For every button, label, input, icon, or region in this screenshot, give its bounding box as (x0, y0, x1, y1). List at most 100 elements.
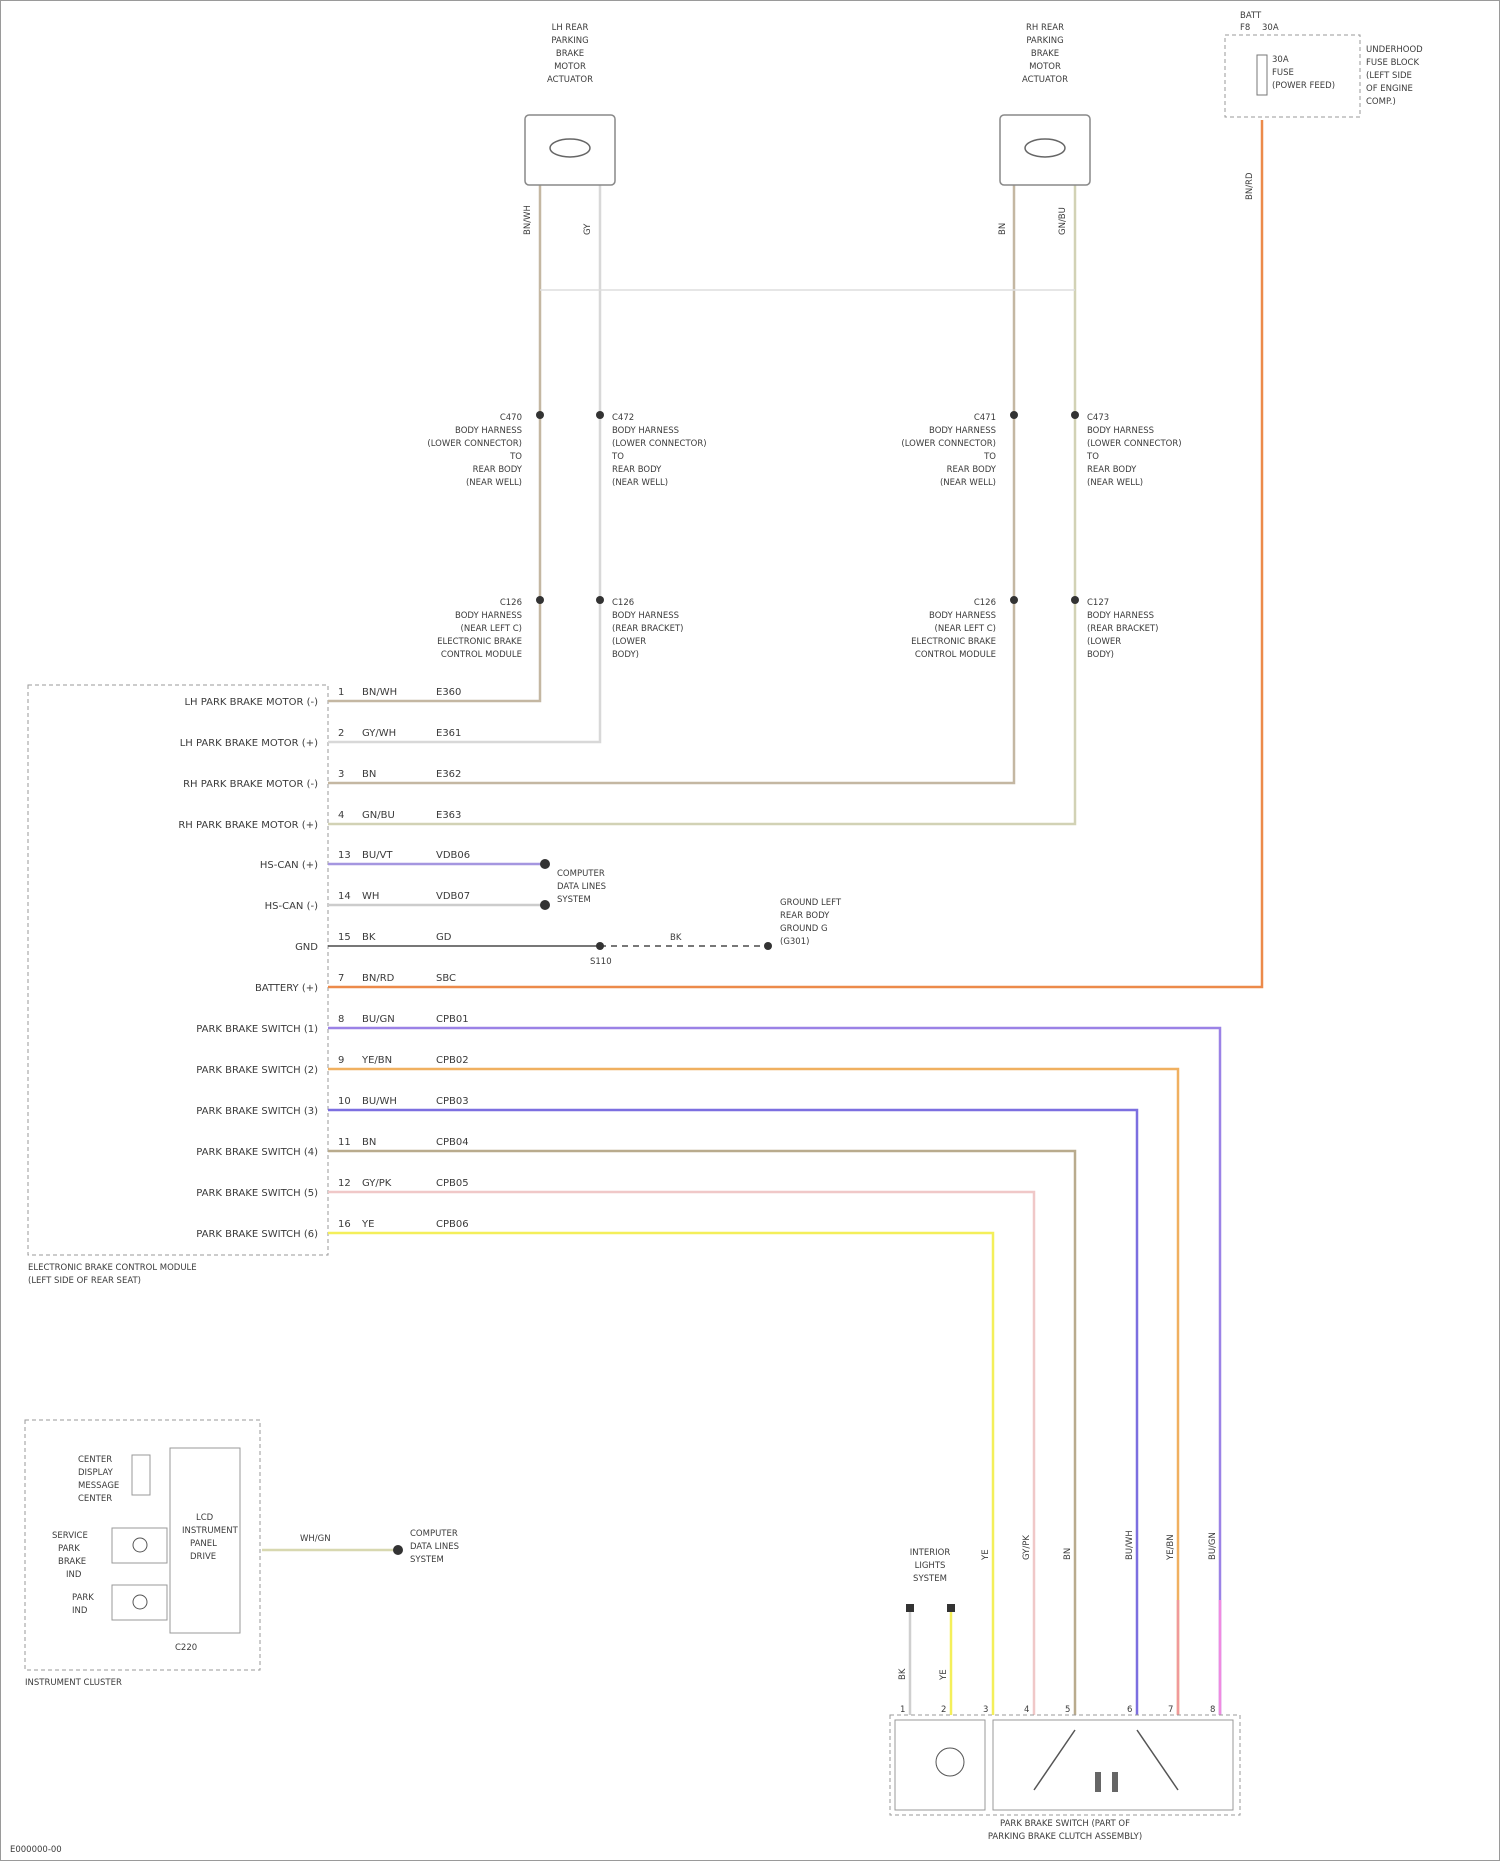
connector-label: CONTROL MODULE (915, 650, 996, 660)
wire-color: BK (898, 1668, 908, 1680)
indicator-label: IND (72, 1606, 88, 1616)
network-text: COMPUTER (410, 1529, 458, 1539)
wire-color: BU/VT (362, 850, 393, 861)
connector-label: (LOWER CONNECTOR) (427, 439, 522, 449)
display-label: CENTER (78, 1455, 112, 1465)
wire-switch-3 (328, 1110, 1137, 1715)
fuse-title: F8 (1240, 23, 1250, 33)
connector-label: C472 (612, 413, 634, 423)
cluster-name: INSTRUMENT CLUSTER (25, 1678, 122, 1688)
display-label: MESSAGE (78, 1481, 119, 1491)
connector-label: (REAR BRACKET) (1087, 624, 1158, 634)
fuse-block: BATT F8 30A 30A FUSE (POWER FEED) UNDERH… (1225, 11, 1423, 200)
wire-color: YE (939, 1669, 949, 1681)
pin-label: LH PARK BRAKE MOTOR (-) (184, 697, 318, 708)
switch-contact-icon (1034, 1730, 1075, 1790)
actuator-title: ACTUATOR (547, 75, 593, 85)
network-text: SYSTEM (410, 1555, 444, 1565)
switch-name: PARK BRAKE SWITCH (PART OF (1000, 1819, 1130, 1829)
pin-number: 11 (338, 1137, 351, 1148)
connector-label: BODY HARNESS (612, 611, 679, 621)
circuit-id: CPB03 (436, 1096, 469, 1107)
network-text: DATA LINES (557, 882, 606, 892)
circuit-id: CPB04 (436, 1137, 469, 1148)
circuit-id: E361 (436, 728, 461, 739)
pin-number: 14 (338, 891, 351, 902)
wire-switch-5 (328, 1192, 1034, 1715)
switch-pin: 3 (983, 1705, 988, 1715)
wire-rh-motor-neg (328, 180, 1014, 783)
connector-label: (LOWER CONNECTOR) (1087, 439, 1182, 449)
pin-label: PARK BRAKE SWITCH (5) (196, 1188, 318, 1199)
network-text: COMPUTER (557, 869, 605, 879)
wire-color: WH (362, 891, 379, 902)
connector-label: (LOWER CONNECTOR) (612, 439, 707, 449)
wire-color: BU/WH (362, 1096, 397, 1107)
wire-color: BU/GN (362, 1014, 395, 1025)
cluster-module: PANEL (190, 1539, 217, 1549)
pin-number: 13 (338, 850, 351, 861)
connector-label: BODY HARNESS (612, 426, 679, 436)
ground-text: (G301) (780, 937, 809, 947)
circuit-id: E360 (436, 687, 461, 698)
pin-label: LH PARK BRAKE MOTOR (+) (180, 738, 318, 749)
actuator-title: BRAKE (556, 49, 584, 59)
connector-label: C127 (1087, 598, 1109, 608)
park-brake-switch: INTERIOR LIGHTS SYSTEM PARK BRAKE SWITCH… (890, 1530, 1240, 1842)
wire-color: BN (1063, 1548, 1073, 1560)
switch-contact-icon (1137, 1730, 1178, 1790)
actuator-title: PARKING (1026, 36, 1063, 46)
network-text: SYSTEM (557, 895, 591, 905)
wire-color: YE (981, 1549, 991, 1561)
connector-label: ELECTRONIC BRAKE (437, 637, 522, 647)
display-icon (132, 1455, 150, 1495)
connector-label: TO (611, 452, 624, 462)
instrument-cluster: INSTRUMENT CLUSTER LCD INSTRUMENT PANEL … (25, 1420, 459, 1688)
connector-label: C471 (974, 413, 996, 423)
actuator-title: PARKING (551, 36, 588, 46)
park-indicator-icon (133, 1595, 147, 1609)
switch-pin: 6 (1127, 1705, 1132, 1715)
fuse-label: COMP.) (1366, 97, 1396, 107)
circuit-id: E363 (436, 810, 461, 821)
connector-label: REAR BODY (473, 465, 523, 475)
pin-number: 1 (338, 687, 344, 698)
pin-number: 15 (338, 932, 351, 943)
circuit-id: VDB07 (436, 891, 470, 902)
indicator-label: IND (66, 1570, 82, 1580)
pin-number: 10 (338, 1096, 351, 1107)
network-text: DATA LINES (410, 1542, 459, 1552)
light-label: SYSTEM (913, 1574, 947, 1584)
pin-number: 4 (338, 810, 344, 821)
connector-label: C470 (500, 413, 522, 423)
pin-label: RH PARK BRAKE MOTOR (-) (183, 779, 318, 790)
actuator-title: ACTUATOR (1022, 75, 1068, 85)
fuse-icon (1257, 55, 1267, 95)
ground-text: REAR BODY (780, 911, 830, 921)
actuator-title: BRAKE (1031, 49, 1059, 59)
fuse-inner: FUSE (1272, 68, 1294, 78)
connector-label: REAR BODY (1087, 465, 1137, 475)
wire-color: BN/RD (362, 973, 395, 984)
pin-label: PARK BRAKE SWITCH (1) (196, 1024, 318, 1035)
actuator-title: RH REAR (1026, 23, 1064, 33)
wire-switch-1 (328, 1028, 1220, 1715)
wire-color: WH/GN (300, 1534, 331, 1544)
connector-label: C126 (612, 598, 634, 608)
switch-lamp-icon (936, 1748, 964, 1776)
circuit-id: CPB06 (436, 1219, 469, 1230)
wire-color: BU/GN (1208, 1532, 1218, 1560)
connector-label: TO (983, 452, 996, 462)
diagram-code: E000000-00 (10, 1845, 62, 1855)
cluster-module: LCD (196, 1513, 214, 1523)
light-label: INTERIOR (910, 1548, 951, 1558)
wire-color: BN (362, 769, 376, 780)
connector-dots (393, 411, 1079, 1555)
connector-label: C126 (974, 598, 996, 608)
wire-color: BN (362, 1137, 376, 1148)
switch-pin: 2 (941, 1705, 946, 1715)
indicator-label: PARK (58, 1544, 80, 1554)
wire-color: BU/WH (1125, 1530, 1135, 1560)
circuit-id: CPB05 (436, 1178, 469, 1189)
wire-color: GY/WH (362, 728, 396, 739)
